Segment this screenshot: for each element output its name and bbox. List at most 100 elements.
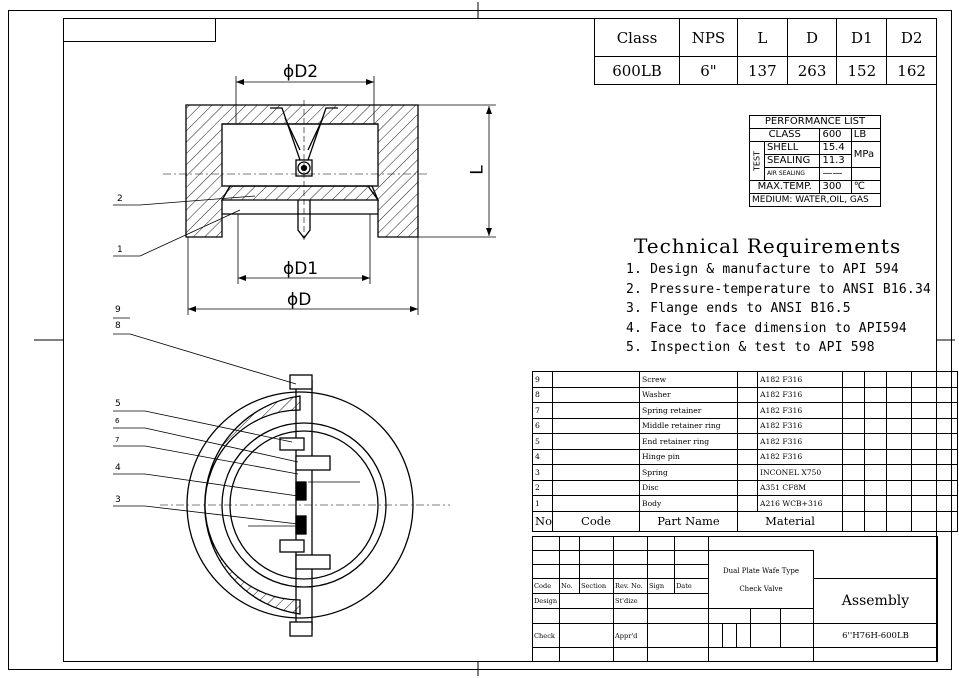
part-blank [886,371,912,388]
part-blank [842,402,865,419]
part-material: A216 WCB+316 [757,495,843,512]
part-blank [886,479,912,496]
part-blank [842,417,865,434]
part-code [552,464,640,481]
dim-value: 152 [836,56,888,85]
part-spacer [737,402,758,419]
part-blank [886,402,912,419]
callout-8: 8 [115,321,121,331]
tb-section: Section [579,577,614,595]
part-blank [842,495,865,512]
perf-air-value: —— [819,167,852,181]
part-blank [886,386,912,403]
callout-6: 6 [115,417,120,425]
part-material: A182 F316 [757,371,843,388]
parts-header-material: Material [737,510,843,532]
part-blank [911,495,958,512]
part-spacer [737,386,758,403]
callout-7: 7 [115,436,120,444]
part-no: 9 [532,371,553,388]
tech-heading: Technical Requirements [634,234,902,258]
part-no: 4 [532,448,553,465]
part-name: Hinge pin [639,448,738,465]
tb-design: Design [532,593,560,610]
part-blank [864,386,887,403]
part-blank [911,448,958,465]
part-name: Disc [639,479,738,496]
tb-check: Check [532,623,560,648]
part-blank [911,479,958,496]
dim-header: D2 [886,18,937,57]
title-description-1: Dual Plate Wafe Type [722,566,800,575]
part-name: Spring retainer [639,402,738,419]
part-blank [864,402,887,419]
perf-class-value: 600 [819,128,852,142]
tb-rev: Rev. No. [613,577,648,595]
part-code [552,448,640,465]
dim-d-label: ϕD [287,290,312,310]
part-blank [911,464,958,481]
part-material: A182 F316 [757,448,843,465]
dim-header: L [736,18,788,57]
tech-item: 2. Pressure-temperature to ANSI B16.34 [626,281,932,297]
part-name: Screw [639,371,738,388]
callout-1: 1 [117,245,123,255]
part-material: INCONEL X750 [757,464,843,481]
dim-value: 162 [886,56,937,85]
title-block: Dual Plate Wafe Type Check Valve Code No… [532,536,938,663]
perf-shell-value: 15.4 [819,141,852,155]
part-blank [886,448,912,465]
part-blank [864,448,887,465]
perf-title: PERFORMANCE LIST [749,115,881,129]
tech-item: 1. Design & manufacture to API 594 [626,262,899,277]
part-spacer [737,371,758,388]
parts-row: 9 Screw A182 F316 [532,371,958,388]
dim-d1-label: ϕD1 [283,259,319,279]
parts-header-name: Part Name [639,510,738,532]
tech-list: 1. Design & manufacture to API 594 2. Pr… [626,260,931,358]
part-name: Middle retainer ring [639,417,738,434]
part-spacer [737,448,758,465]
callout-2: 2 [117,194,123,204]
callout-9: 9 [115,305,121,315]
part-blank [864,495,887,512]
part-no: 5 [532,433,553,450]
tech-item: 5. Inspection & test to API 598 [626,340,875,355]
dim-value: 6" [679,56,738,85]
callout-3: 3 [115,495,121,505]
part-blank [864,417,887,434]
dim-value: 600LB [594,56,680,85]
part-code [552,402,640,419]
perf-air-label: AIR SEALING [763,167,821,181]
dim-value: 263 [786,56,838,85]
part-material: A351 CF8M [757,479,843,496]
dimensions-table: Class NPS L D D1 D2 600LB 6" 137 263 152… [594,18,937,85]
part-blank [886,495,912,512]
part-no: 8 [532,386,553,403]
perf-shell-label: SHELL [763,141,821,155]
part-blank [911,417,958,434]
dim-header: NPS [679,18,738,57]
part-blank [842,464,865,481]
part-no: 7 [532,402,553,419]
perf-pressure-unit: MPa [850,141,882,168]
parts-row: 4 Hinge pin A182 F316 [532,448,958,465]
callout-4: 4 [115,463,121,473]
part-code [552,371,640,388]
part-code [552,495,640,512]
perf-test-label: TEST [749,141,765,181]
body-section-top [163,100,430,240]
part-spacer [737,433,758,450]
tb-sign: Sign [647,577,675,595]
blank-title-box [63,18,216,42]
part-blank [886,417,912,434]
dim-header: Class [594,18,680,57]
tb-assembly: Assembly [813,577,938,625]
